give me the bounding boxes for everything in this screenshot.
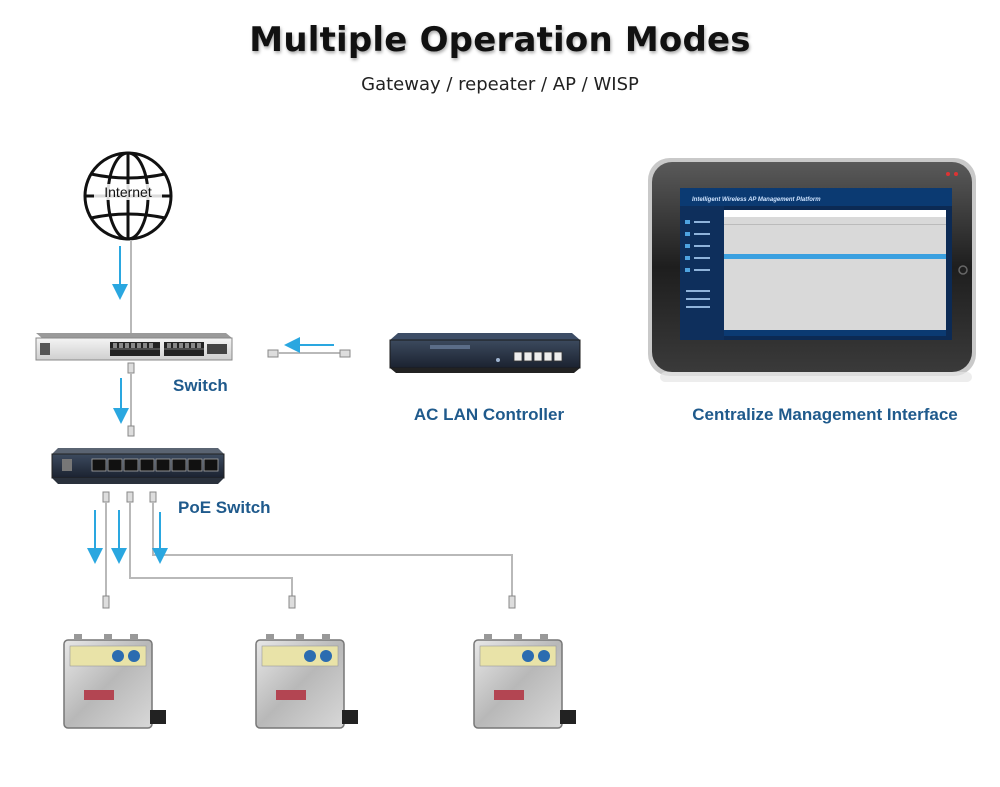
page-subtitle: Gateway / repeater / AP / WISP (361, 74, 639, 95)
switch-label: Switch (173, 376, 228, 395)
management-label: Centralize Management Interface (692, 405, 957, 424)
tablet-screen-header: Intelligent Wireless AP Management Platf… (692, 197, 821, 203)
access-point-device (63, 634, 166, 729)
access-point-device (473, 634, 576, 729)
poe-arrows (87, 510, 168, 564)
ac-controller-device (389, 333, 581, 373)
access-point-device (255, 634, 358, 729)
poe-switch-label: PoE Switch (178, 498, 271, 517)
cable-switch-poe (127, 362, 135, 437)
tablet-device: Intelligent Wireless AP Management Platf… (648, 158, 976, 382)
page-title: Multiple Operation Modes (249, 20, 751, 60)
cable-controller (267, 337, 351, 358)
poe-cables (102, 491, 516, 609)
internet-label: Internet (104, 184, 152, 200)
poe-switch-device (51, 448, 225, 484)
globe-icon (83, 151, 173, 241)
ac-controller-label: AC LAN Controller (414, 405, 565, 424)
switch-device (35, 333, 233, 361)
